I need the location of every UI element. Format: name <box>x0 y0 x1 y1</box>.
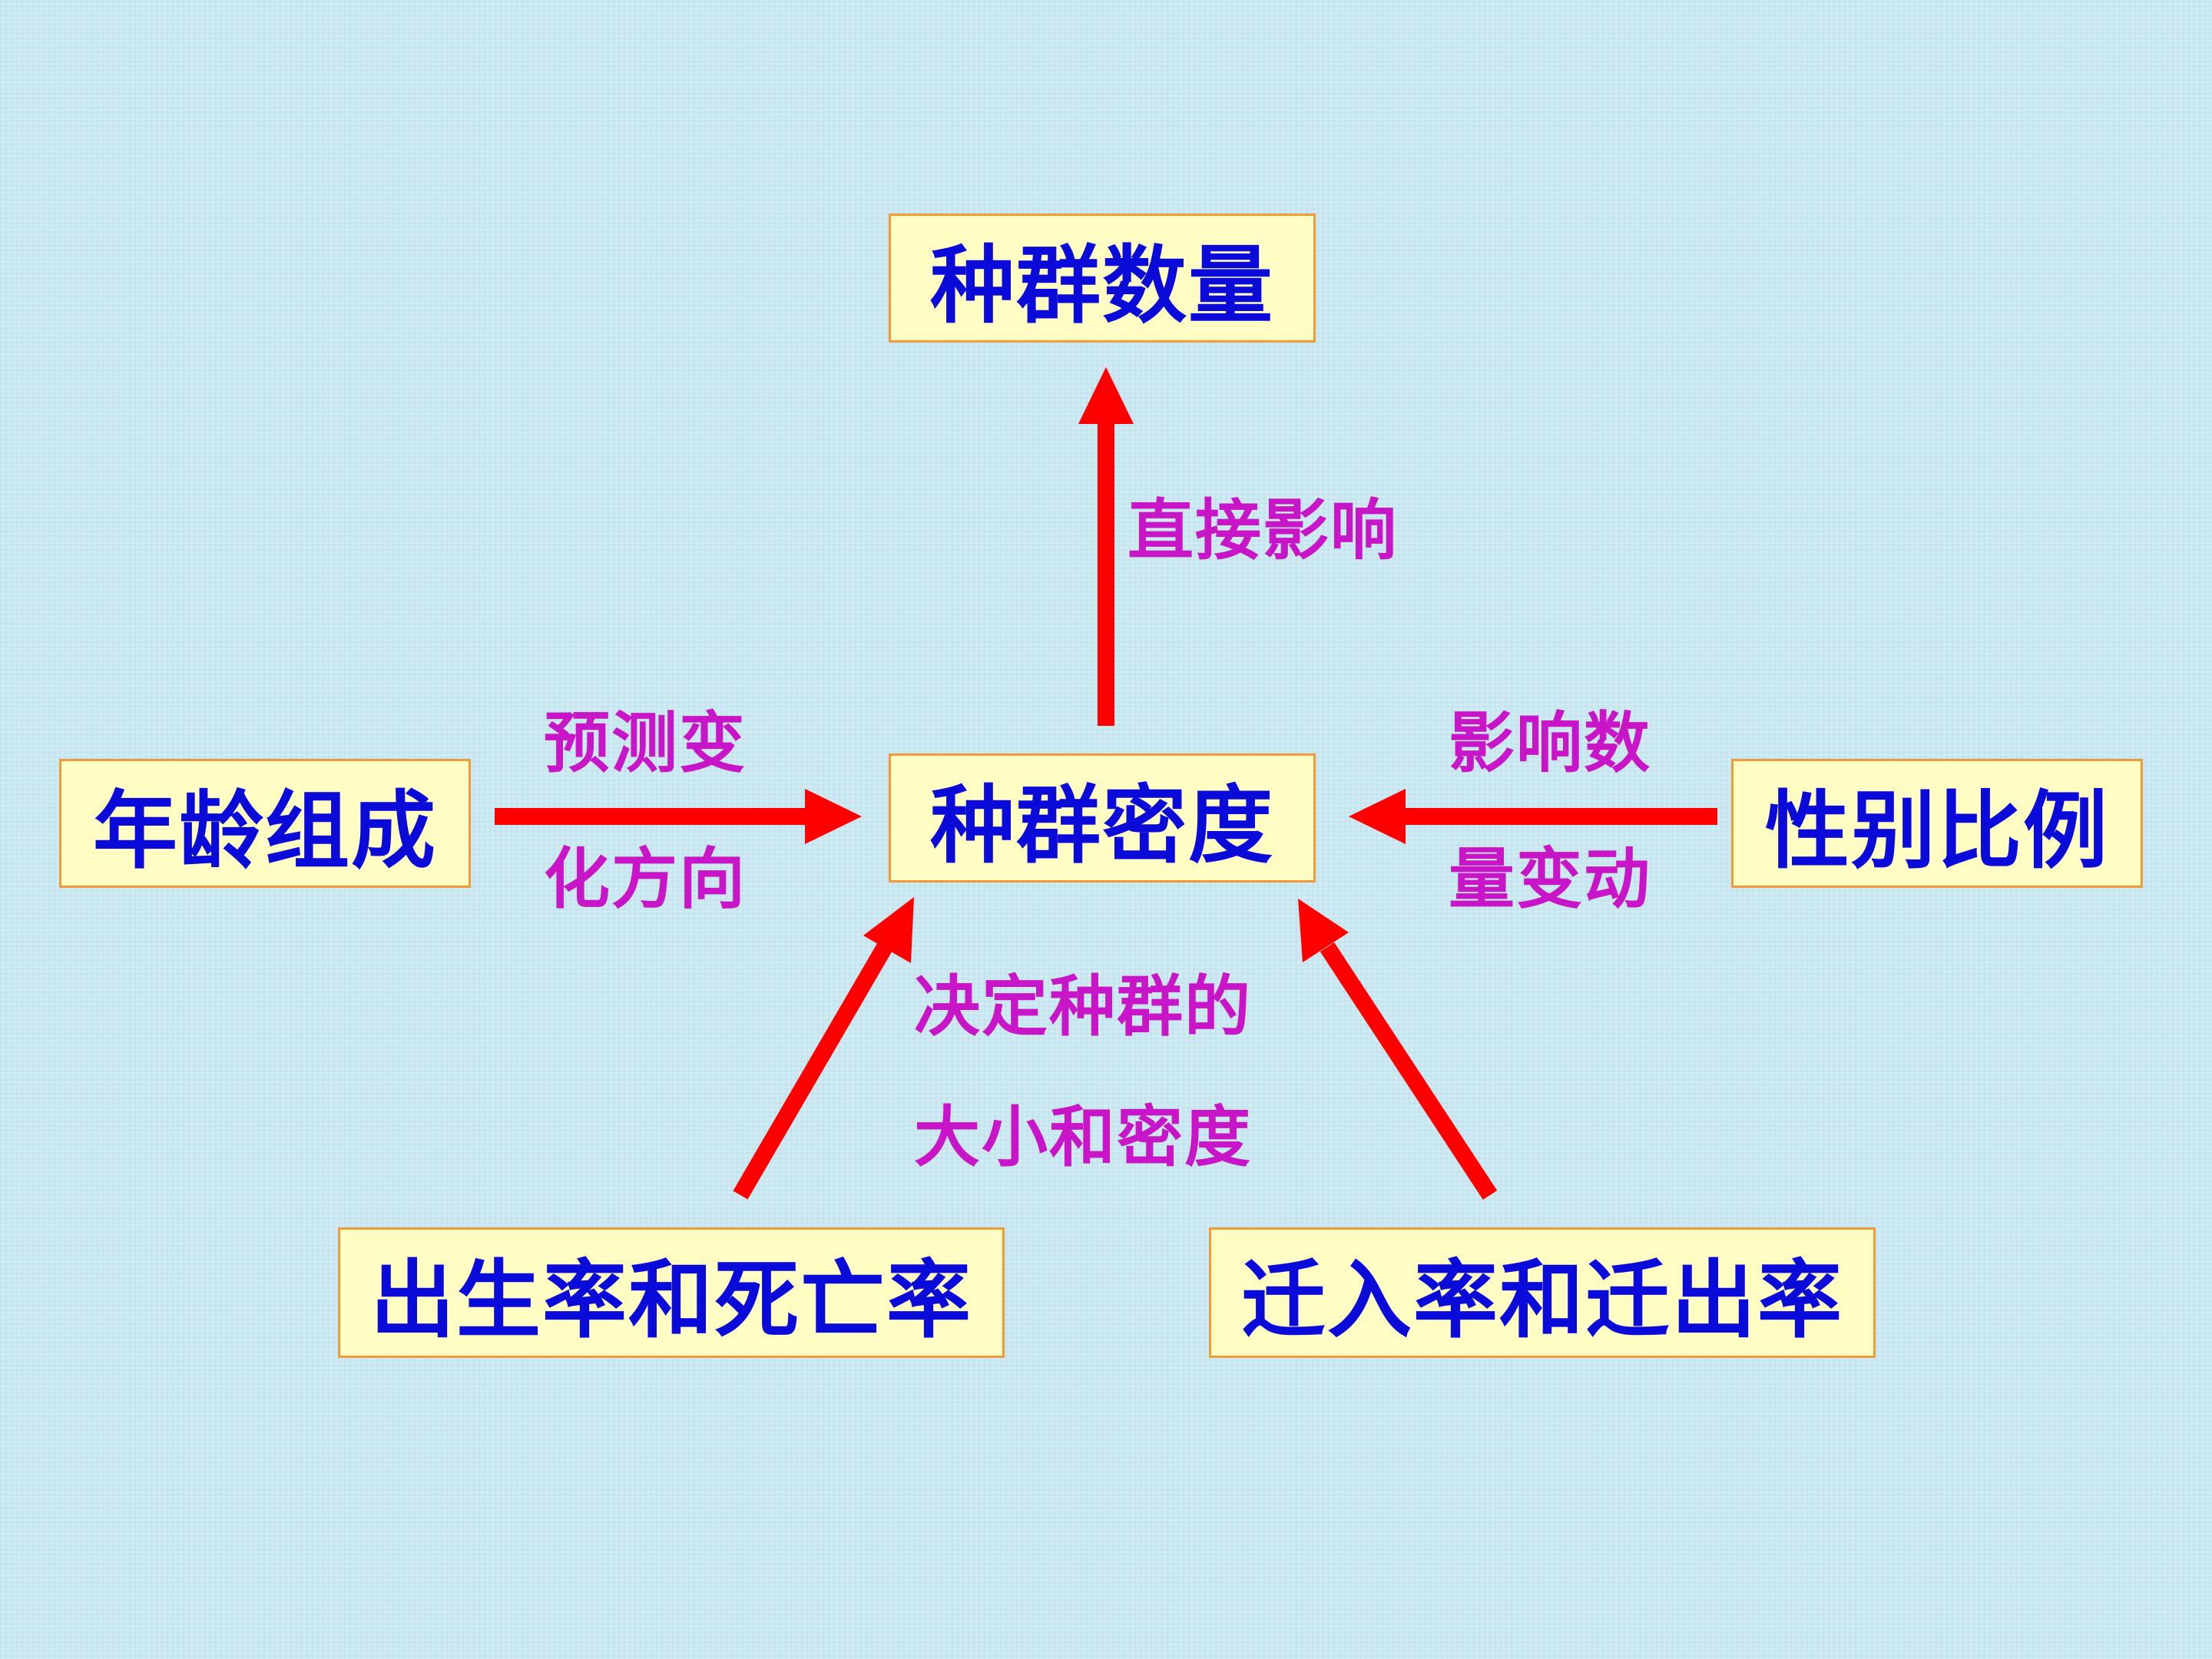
arrow-age-to-density <box>495 789 862 844</box>
label-direct-influence: 直接影响 <box>1128 492 1398 569</box>
arrow-birth-to-density <box>733 897 914 1200</box>
label-determine-line2: 大小和密度 <box>914 1098 1252 1176</box>
arrow-sex-to-density <box>1349 789 1717 844</box>
label-affect-line2: 量变动 <box>1449 840 1651 918</box>
label-predict-line2: 化方向 <box>544 840 747 918</box>
node-population-size: 种群数量 <box>889 214 1316 343</box>
arrow-density-to-size <box>1078 367 1134 726</box>
node-sex-ratio-label: 性别比例 <box>1765 781 2109 880</box>
node-population-size-label: 种群数量 <box>930 236 1274 335</box>
node-birth-death-rate-label: 出生率和死亡率 <box>370 1250 972 1349</box>
node-age-structure-label: 年龄组成 <box>93 781 437 880</box>
label-determine-line1: 决定种群的 <box>914 968 1252 1045</box>
node-migration-rate: 迁入率和迁出率 <box>1209 1227 1876 1358</box>
label-affect-line1: 影响数 <box>1449 704 1651 782</box>
node-population-density-label: 种群密度 <box>930 776 1274 875</box>
arrow-migration-to-density <box>1298 899 1498 1200</box>
node-age-structure: 年龄组成 <box>59 759 471 888</box>
node-sex-ratio: 性别比例 <box>1731 759 2143 888</box>
node-population-density: 种群密度 <box>889 753 1316 882</box>
node-birth-death-rate: 出生率和死亡率 <box>338 1227 1005 1358</box>
label-predict-line1: 预测变 <box>544 704 747 782</box>
node-migration-rate-label: 迁入率和迁出率 <box>1241 1250 1843 1349</box>
